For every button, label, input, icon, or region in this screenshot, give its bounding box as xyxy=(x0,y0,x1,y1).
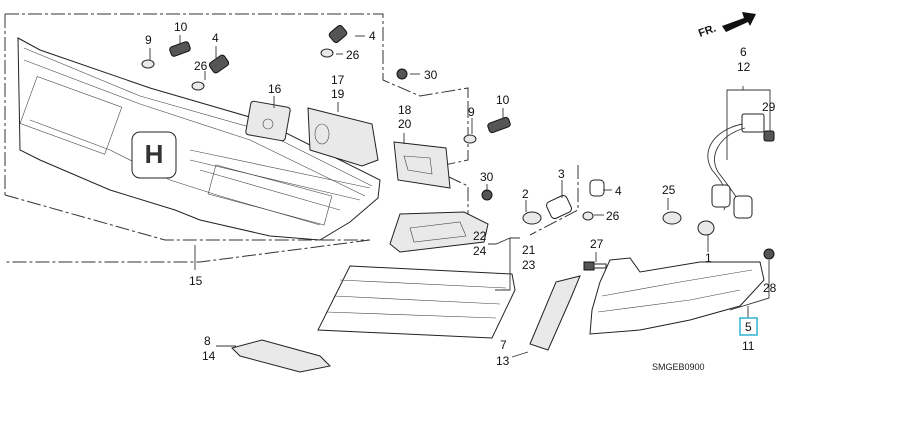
callout-26[interactable]: 26 xyxy=(346,48,360,62)
callout-3[interactable]: 3 xyxy=(558,167,565,181)
wire-harness-6-12[interactable] xyxy=(707,113,765,219)
callout-4[interactable]: 4 xyxy=(615,184,622,198)
callout-5[interactable]: 5 xyxy=(745,320,752,334)
socket-4-mid[interactable] xyxy=(589,179,605,197)
bulb-26-mid[interactable] xyxy=(582,211,594,221)
callout-10[interactable]: 10 xyxy=(496,93,510,107)
callout-26[interactable]: 26 xyxy=(606,209,620,223)
socket-3[interactable] xyxy=(545,194,573,220)
gasket-17-19[interactable] xyxy=(307,107,379,167)
callout-14[interactable]: 14 xyxy=(202,349,216,363)
bulb-25[interactable] xyxy=(662,211,682,225)
nut-30-top[interactable] xyxy=(396,68,408,80)
callout-25[interactable]: 25 xyxy=(662,183,676,197)
callout-12[interactable]: 12 xyxy=(737,60,751,74)
callout-30[interactable]: 30 xyxy=(480,170,494,184)
socket-4-right[interactable] xyxy=(328,24,348,44)
callout-5-highlight-box xyxy=(739,317,758,336)
reflector-8-14[interactable] xyxy=(231,339,332,373)
callout-28[interactable]: 28 xyxy=(763,281,777,295)
bulb-1[interactable] xyxy=(697,220,715,236)
gasket-16[interactable] xyxy=(245,100,291,142)
callouts: 9 10 4 26 4 26 30 16 17 19 18 20 9 10 30… xyxy=(145,20,777,368)
callout-19[interactable]: 19 xyxy=(331,87,345,101)
screw-28[interactable] xyxy=(763,248,775,260)
socket-10-mid[interactable] xyxy=(487,116,511,134)
callout-29[interactable]: 29 xyxy=(762,100,776,114)
bulb-9-mid[interactable] xyxy=(463,134,477,144)
front-grille[interactable]: H xyxy=(17,37,381,241)
svg-text:H: H xyxy=(145,139,164,169)
callout-6[interactable]: 6 xyxy=(740,45,747,59)
rear-combination-light-5-11[interactable] xyxy=(589,257,765,335)
lid-light-21-23[interactable] xyxy=(317,265,516,339)
front-direction-indicator: FR. xyxy=(697,12,756,40)
socket-4-top[interactable] xyxy=(208,54,230,74)
arrow-right-icon xyxy=(722,12,756,32)
callout-15[interactable]: 15 xyxy=(189,274,203,288)
callout-20[interactable]: 20 xyxy=(398,117,412,131)
honda-emblem: H xyxy=(131,131,177,179)
callout-18[interactable]: 18 xyxy=(398,103,412,117)
gasket-22-24[interactable] xyxy=(389,211,489,253)
leader-lines xyxy=(149,35,771,358)
side-light-7-13[interactable] xyxy=(529,275,581,351)
callout-4[interactable]: 4 xyxy=(369,29,376,43)
bulb-9-top[interactable] xyxy=(141,59,155,69)
callout-9[interactable]: 9 xyxy=(145,33,152,47)
callout-13[interactable]: 13 xyxy=(496,354,510,368)
callout-22[interactable]: 22 xyxy=(473,229,487,243)
callout-10[interactable]: 10 xyxy=(174,20,188,34)
drawing-code: SMGEB0900 xyxy=(652,362,705,372)
callout-11[interactable]: 11 xyxy=(742,339,755,353)
callout-26[interactable]: 26 xyxy=(194,59,208,73)
gasket-18-20[interactable] xyxy=(393,141,451,189)
socket-10-top[interactable] xyxy=(169,41,191,57)
callout-30[interactable]: 30 xyxy=(424,68,438,82)
callout-9[interactable]: 9 xyxy=(468,105,475,119)
callout-7[interactable]: 7 xyxy=(500,338,507,352)
callout-8[interactable]: 8 xyxy=(204,334,211,348)
callout-24[interactable]: 24 xyxy=(473,244,487,258)
callout-16[interactable]: 16 xyxy=(268,82,282,96)
callout-23[interactable]: 23 xyxy=(522,258,536,272)
callout-21[interactable]: 21 xyxy=(522,243,536,257)
bulb-26-top[interactable] xyxy=(191,81,205,91)
cluster-boundary xyxy=(529,165,579,236)
clip-29[interactable] xyxy=(763,130,775,142)
callout-2[interactable]: 2 xyxy=(522,187,529,201)
callout-4[interactable]: 4 xyxy=(212,31,219,45)
bulb-2[interactable] xyxy=(522,211,542,225)
callout-27[interactable]: 27 xyxy=(590,237,604,251)
callout-1[interactable]: 1 xyxy=(705,251,712,265)
callout-17[interactable]: 17 xyxy=(331,73,345,87)
direction-label: FR. xyxy=(697,22,718,39)
bolt-27[interactable] xyxy=(583,261,607,271)
bulb-26-right[interactable] xyxy=(320,48,334,58)
